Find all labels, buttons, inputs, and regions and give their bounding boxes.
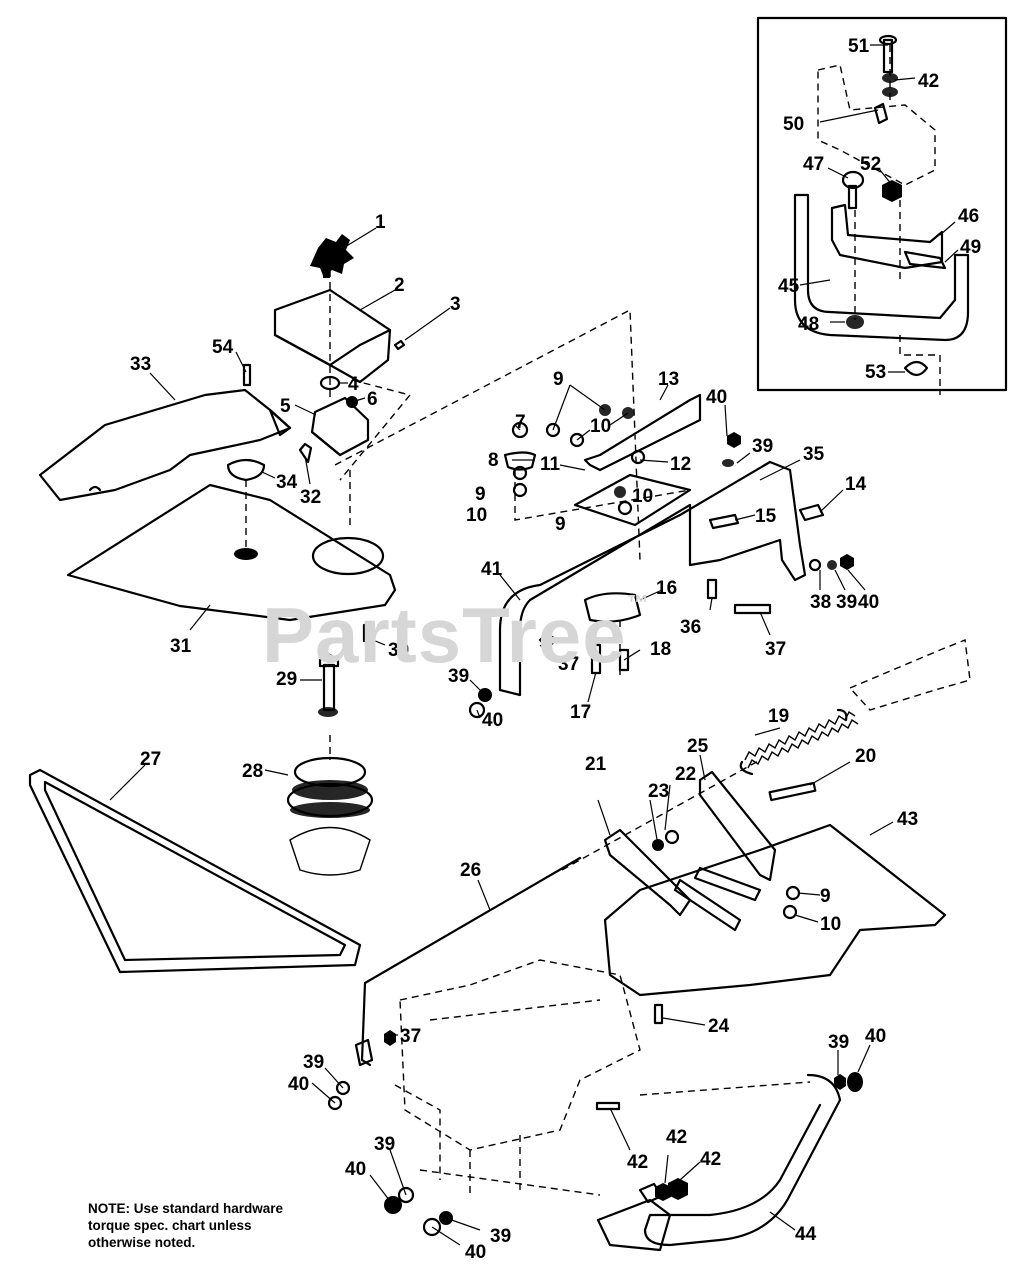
- callout-43: 43: [897, 809, 918, 830]
- callout-20: 20: [855, 746, 876, 767]
- callout-15: 15: [755, 506, 777, 527]
- callout-3: 3: [450, 294, 461, 315]
- callout-40-bottom-a: 40: [345, 1159, 366, 1180]
- callout-52: 52: [860, 154, 881, 175]
- callout-40-bottom-b: 40: [465, 1242, 486, 1263]
- callout-40-rod: 40: [288, 1074, 309, 1095]
- callout-35: 35: [803, 444, 825, 465]
- callout-37-bolt: 37: [765, 639, 786, 660]
- callout-23: 23: [648, 781, 669, 802]
- callout-4: 4: [348, 374, 359, 395]
- inset-detail: [756, 16, 1008, 395]
- callout-7: 7: [515, 412, 526, 433]
- callout-13: 13: [658, 369, 679, 390]
- callout-27: 27: [140, 749, 161, 770]
- callout-42-inset: 42: [918, 71, 939, 92]
- callout-8: 8: [488, 450, 499, 471]
- callout-33: 33: [130, 354, 151, 375]
- callout-42-lever-a: 42: [627, 1152, 648, 1173]
- callout-41: 41: [481, 559, 503, 580]
- watermark-text: PartsTree: [262, 591, 627, 679]
- callout-42-lever-b: 42: [666, 1127, 687, 1148]
- callout-24: 24: [708, 1016, 730, 1037]
- callout-11: 11: [540, 454, 561, 475]
- callout-31: 31: [170, 636, 192, 657]
- callout-21: 21: [585, 754, 607, 775]
- note-line-1: NOTE: Use standard hardware: [88, 1201, 284, 1216]
- callout-51: 51: [848, 36, 870, 57]
- callout-40-top: 40: [706, 387, 727, 408]
- callout-6: 6: [367, 389, 378, 410]
- callout-9-top: 9: [553, 369, 564, 390]
- leader-lines: [109, 44, 959, 1246]
- callout-37-bracket: 37: [558, 654, 579, 675]
- callout-10-left: 10: [466, 505, 487, 526]
- callout-16: 16: [656, 578, 677, 599]
- callout-49: 49: [960, 237, 981, 258]
- note-line-2: torque spec. chart unless: [88, 1218, 252, 1233]
- callout-40-right: 40: [858, 592, 879, 613]
- deck-plate: [603, 823, 947, 1025]
- callout-10-top: 10: [590, 416, 611, 437]
- deck-covers: [38, 388, 397, 643]
- callout-39-top: 39: [752, 436, 773, 457]
- watermark-trademark: ™: [626, 590, 650, 615]
- callout-28: 28: [242, 761, 263, 782]
- callout-26: 26: [460, 860, 481, 881]
- callout-40-left: 40: [482, 710, 503, 731]
- callout-39-rod: 39: [303, 1052, 324, 1073]
- callout-19: 19: [768, 706, 789, 727]
- callout-5: 5: [280, 396, 291, 417]
- callout-12: 12: [670, 454, 691, 475]
- callout-9-plate: 9: [820, 886, 831, 907]
- callout-37-rod: 37: [400, 1026, 421, 1047]
- callout-53: 53: [865, 362, 886, 383]
- callout-39-bottom-a: 39: [374, 1134, 395, 1155]
- callout-9-left: 9: [475, 484, 486, 505]
- callout-54: 54: [212, 337, 234, 358]
- callout-17: 17: [570, 702, 591, 723]
- callout-47: 47: [803, 154, 824, 175]
- callout-34: 34: [276, 472, 298, 493]
- callout-29: 29: [276, 669, 297, 690]
- note-line-3: otherwise noted.: [88, 1235, 196, 1250]
- watermark-logo: PartsTree™: [262, 590, 650, 681]
- callout-39-right: 39: [836, 592, 857, 613]
- callout-38: 38: [810, 592, 831, 613]
- callout-45: 45: [778, 276, 800, 297]
- spring-idler: [561, 639, 971, 917]
- rods-and-deck: [327, 856, 863, 1252]
- callout-25: 25: [687, 736, 709, 757]
- callout-32: 32: [300, 487, 321, 508]
- callout-9-mid: 9: [555, 514, 566, 535]
- callout-14: 14: [845, 474, 867, 495]
- callout-39-lever: 39: [828, 1032, 849, 1053]
- callout-44: 44: [795, 1224, 817, 1245]
- callout-50: 50: [783, 114, 804, 135]
- callout-18: 18: [650, 639, 671, 660]
- callout-42-lever-c: 42: [700, 1149, 721, 1170]
- callout-labels: 1 2 3 4 5 6 7 8 9 9 9 9 10 10 10 10 11 1…: [130, 36, 981, 1263]
- cover-assembly: [242, 234, 412, 481]
- callout-10-mid: 10: [632, 486, 653, 507]
- pulley-assembly: [28, 652, 374, 974]
- callout-39-bottom-b: 39: [490, 1226, 511, 1247]
- callout-10-plate: 10: [820, 914, 841, 935]
- callout-30: 30: [388, 640, 409, 661]
- callout-48: 48: [798, 314, 819, 335]
- callout-36: 36: [680, 617, 701, 638]
- callout-46: 46: [958, 206, 979, 227]
- callout-2: 2: [394, 275, 405, 296]
- hardware-note: NOTE: Use standard hardware torque spec.…: [88, 1200, 348, 1251]
- callout-1: 1: [375, 212, 386, 233]
- callout-40-lever: 40: [865, 1026, 886, 1047]
- callout-22: 22: [675, 764, 696, 785]
- callout-39-left: 39: [448, 666, 469, 687]
